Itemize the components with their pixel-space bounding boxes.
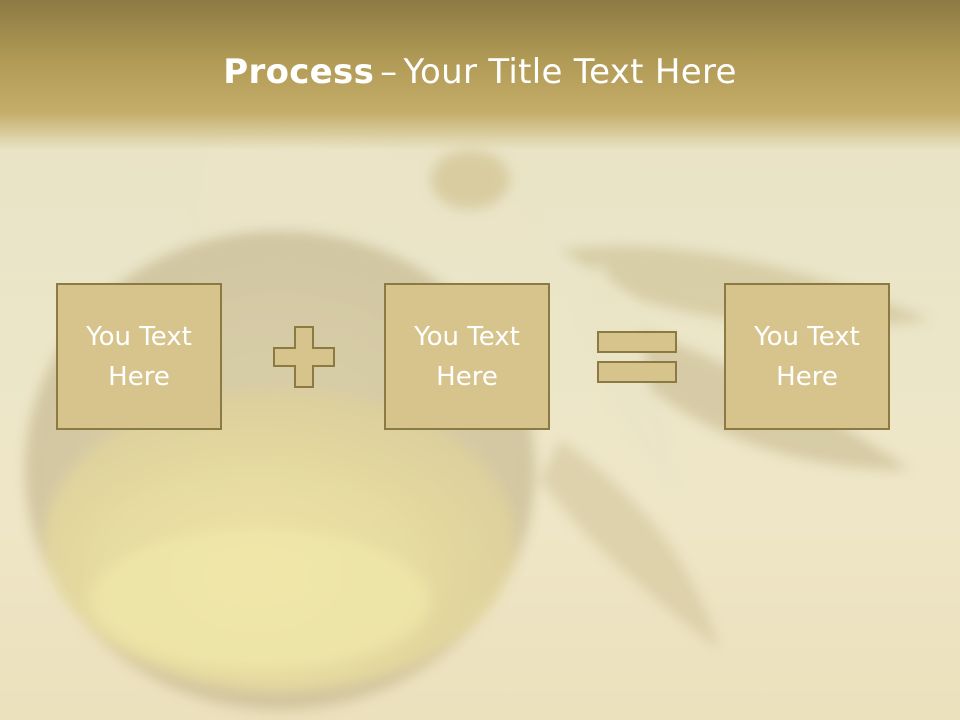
title-rest-text: Your Title Text Here [403, 52, 737, 92]
plus-icon [273, 326, 335, 388]
process-box-1-line-1: You Text [86, 321, 192, 352]
process-box-2-line-2: Here [436, 361, 498, 392]
title-bold-text: Process [223, 52, 375, 92]
process-box-2-line-1: You Text [414, 321, 520, 352]
process-box-3-line-2: Here [776, 361, 838, 392]
process-box-3-line-1: You Text [754, 321, 860, 352]
process-box-1: You Text Here [56, 283, 222, 430]
process-box-1-line-2: Here [108, 361, 170, 392]
process-box-2: You Text Here [384, 283, 550, 430]
title-separator: – [380, 52, 398, 92]
process-box-3: You Text Here [724, 283, 890, 430]
title-band [0, 0, 960, 150]
slide-title: Process–Your Title Text Here [0, 52, 960, 92]
equals-icon [597, 331, 677, 383]
